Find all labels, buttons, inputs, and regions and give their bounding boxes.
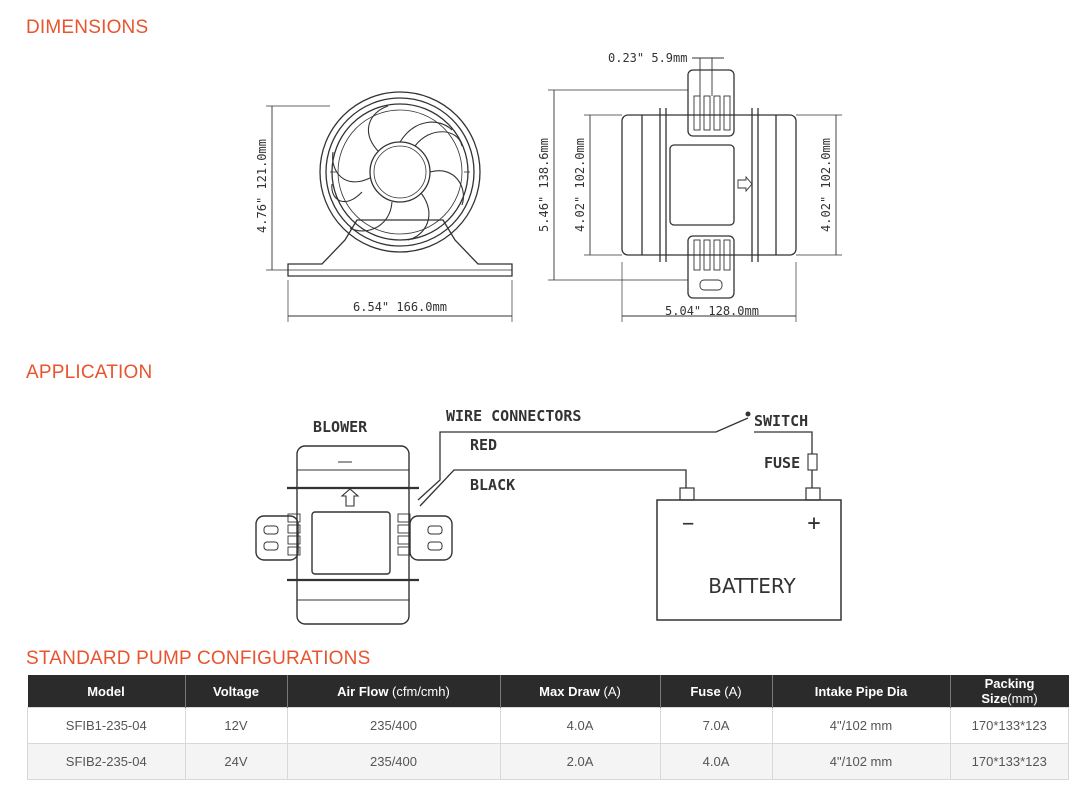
cell-intake-pipe-dia: 4"/102 mm xyxy=(771,743,951,780)
cell-air-flow: 235/400 xyxy=(286,743,501,780)
fuse-icon xyxy=(807,453,818,471)
label-blower: BLOWER xyxy=(313,418,368,436)
wire-switch-fuse xyxy=(754,431,813,454)
battery-label: BATTERY xyxy=(708,574,796,598)
bottom-connector xyxy=(687,235,735,299)
application-title: APPLICATION xyxy=(26,362,153,383)
header-air-flow: Air Flow (cfm/cmh) xyxy=(287,675,501,708)
application-diagram: BLOWER WIRE CONNECTORS SWITCH RED FUSE B… xyxy=(255,407,842,625)
label-wire-connectors: WIRE CONNECTORS xyxy=(446,407,581,425)
cell-fuse: 7.0A xyxy=(659,707,773,744)
cell-packing-size: 170*133*123 xyxy=(949,707,1069,744)
cell-voltage: 12V xyxy=(184,707,288,744)
side-view-body xyxy=(621,114,797,256)
dimensions-title: DIMENSIONS xyxy=(26,17,149,38)
header-model: Model xyxy=(27,675,186,708)
dim-side-inner-height: 4.02" 102.0mm xyxy=(573,138,587,232)
battery-terminal-negative xyxy=(679,487,695,501)
header-intake-pipe-dia: Intake Pipe Dia xyxy=(772,675,951,708)
cell-model: SFIB2-235-04 xyxy=(27,743,186,780)
cell-max-draw: 4.0A xyxy=(499,707,661,744)
fan-blades xyxy=(331,105,464,241)
cell-max-draw: 2.0A xyxy=(499,743,661,780)
dimensions-drawing: 0.23" 5.9mm 4.76" 121.0mm 6.54" 166.0mm … xyxy=(255,51,842,322)
wire-black xyxy=(419,469,687,507)
header-voltage: Voltage xyxy=(185,675,288,708)
label-red: RED xyxy=(470,436,497,454)
configurations-title: STANDARD PUMP CONFIGURATIONS xyxy=(26,648,371,669)
table-row: SFIB2-235-04 24V 235/400 2.0A 4.0A 4"/10… xyxy=(27,743,1069,780)
header-max-draw: Max Draw (A) xyxy=(500,675,661,708)
cell-air-flow: 235/400 xyxy=(286,707,501,744)
table-header-row: Model Voltage Air Flow (cfm/cmh) Max Dra… xyxy=(27,675,1069,708)
switch-contact xyxy=(745,411,751,417)
label-black: BLACK xyxy=(470,476,515,494)
header-fuse: Fuse (A) xyxy=(660,675,773,708)
label-switch: SWITCH xyxy=(754,412,808,430)
dim-side-right-height: 4.02" 102.0mm xyxy=(819,138,833,232)
dim-side-width: 5.04" 128.0mm xyxy=(665,304,759,318)
table-row: SFIB1-235-04 12V 235/400 4.0A 7.0A 4"/10… xyxy=(27,707,1069,744)
blower-body xyxy=(296,445,410,625)
battery-body xyxy=(656,499,842,621)
front-view-housing xyxy=(319,91,481,253)
label-fuse: FUSE xyxy=(764,454,800,472)
battery-terminal-positive xyxy=(805,487,821,501)
front-view-base xyxy=(287,219,513,277)
dim-front-height: 4.76" 121.0mm xyxy=(255,139,269,233)
cell-fuse: 4.0A xyxy=(659,743,773,780)
battery-plus-sign: + xyxy=(807,511,820,536)
header-packing-size: Packing Size(mm) xyxy=(950,675,1069,708)
airflow-arrow-icon xyxy=(340,488,360,507)
cell-packing-size: 170*133*123 xyxy=(949,743,1069,780)
battery-minus-sign: − xyxy=(682,511,694,535)
wire-red xyxy=(417,417,749,501)
cell-intake-pipe-dia: 4"/102 mm xyxy=(771,707,951,744)
cell-model: SFIB1-235-04 xyxy=(27,707,186,744)
dim-side-total-height: 5.46" 138.6mm xyxy=(537,138,551,232)
dim-front-width: 6.54" 166.0mm xyxy=(353,300,447,314)
dim-slot: 0.23" 5.9mm xyxy=(608,51,687,65)
configurations-table: Model Voltage Air Flow (cfm/cmh) Max Dra… xyxy=(27,675,1069,780)
top-connector xyxy=(687,69,735,137)
cell-voltage: 24V xyxy=(184,743,288,780)
